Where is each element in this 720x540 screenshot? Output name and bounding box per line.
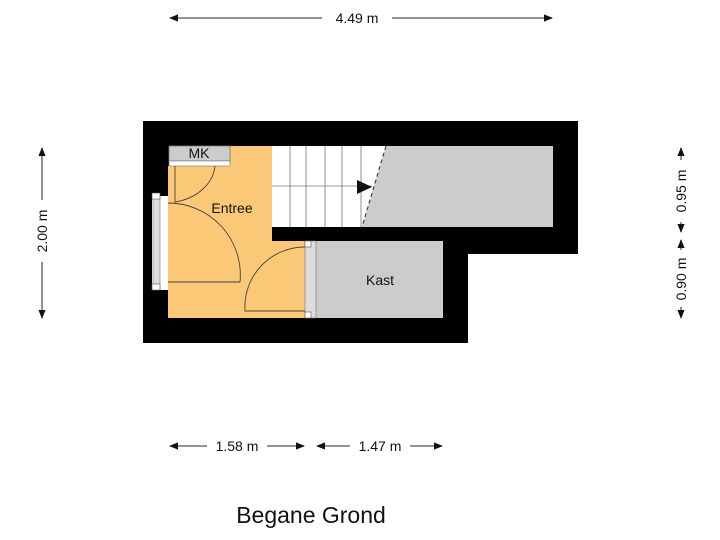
- room-entree: [168, 146, 305, 318]
- room-kast: Kast: [316, 241, 443, 318]
- dimension-label: 2.00 m: [34, 210, 50, 253]
- dimension-label: 1.58 m: [216, 438, 259, 454]
- dimension-bottom-right: 1.47 m: [316, 438, 443, 454]
- kast-door: [244, 240, 317, 319]
- front-door: [151, 192, 241, 291]
- stairs-direction-arrow-icon: [357, 180, 372, 194]
- dimension-label: 1.47 m: [359, 438, 402, 454]
- room-label-entree: Entree: [211, 200, 252, 216]
- dimension-right-lower: 0.90 m: [673, 239, 689, 319]
- dimension-bottom-left: 1.58 m: [169, 438, 305, 454]
- dimension-label: 4.49 m: [336, 10, 379, 26]
- mk-door: [174, 165, 216, 203]
- floor-title: Begane Grond: [236, 502, 386, 528]
- room-label-kast: Kast: [366, 272, 394, 288]
- dimension-left-height: 2.00 m: [34, 147, 50, 319]
- room-meter-cupboard: MK: [168, 145, 231, 167]
- dimension-top-width: 4.49 m: [169, 10, 553, 26]
- dimension-right-upper: 0.95 m: [673, 147, 689, 233]
- dimension-label: 0.90 m: [673, 258, 689, 301]
- stairs: [272, 145, 553, 228]
- room-label-mk: MK: [189, 145, 211, 161]
- dimension-label: 0.95 m: [673, 170, 689, 213]
